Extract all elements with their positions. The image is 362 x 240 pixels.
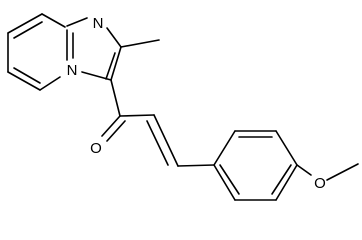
bond (41, 13, 66, 28)
atom-label-o-methoxy: O (314, 175, 326, 192)
bond (275, 130, 298, 166)
bond (271, 164, 292, 195)
bond (110, 79, 121, 117)
bond (13, 21, 43, 39)
bond (219, 164, 240, 195)
imidazole-ring (66, 17, 122, 81)
methyl-bond (120, 39, 160, 48)
bond (39, 76, 61, 91)
structure-canvas: N N O O (7, 13, 359, 201)
bond (213, 130, 236, 166)
bond (326, 163, 359, 181)
bond (275, 164, 298, 201)
bond (101, 115, 121, 137)
enone-linker (101, 79, 215, 167)
methoxy-group (296, 163, 359, 181)
bond (105, 52, 116, 80)
bond (153, 114, 179, 167)
atom-label-o-carbonyl: O (90, 140, 102, 157)
bond (213, 164, 236, 201)
bond (110, 46, 122, 81)
bond (119, 114, 155, 117)
pyridine-ring (7, 13, 74, 91)
bond (81, 71, 112, 81)
bond (7, 13, 43, 34)
bond (177, 164, 215, 167)
atom-label-n-bridge: N (67, 62, 78, 79)
chemical-structure-drawing: N N O O (7, 13, 359, 201)
benzene-ring (213, 130, 298, 201)
bond (13, 67, 41, 84)
bond (296, 164, 312, 176)
bond (7, 71, 41, 91)
bond (146, 120, 169, 166)
bond (106, 120, 126, 142)
bond (106, 27, 122, 48)
atom-label-n-ring: N (93, 15, 104, 32)
bond (66, 17, 88, 27)
